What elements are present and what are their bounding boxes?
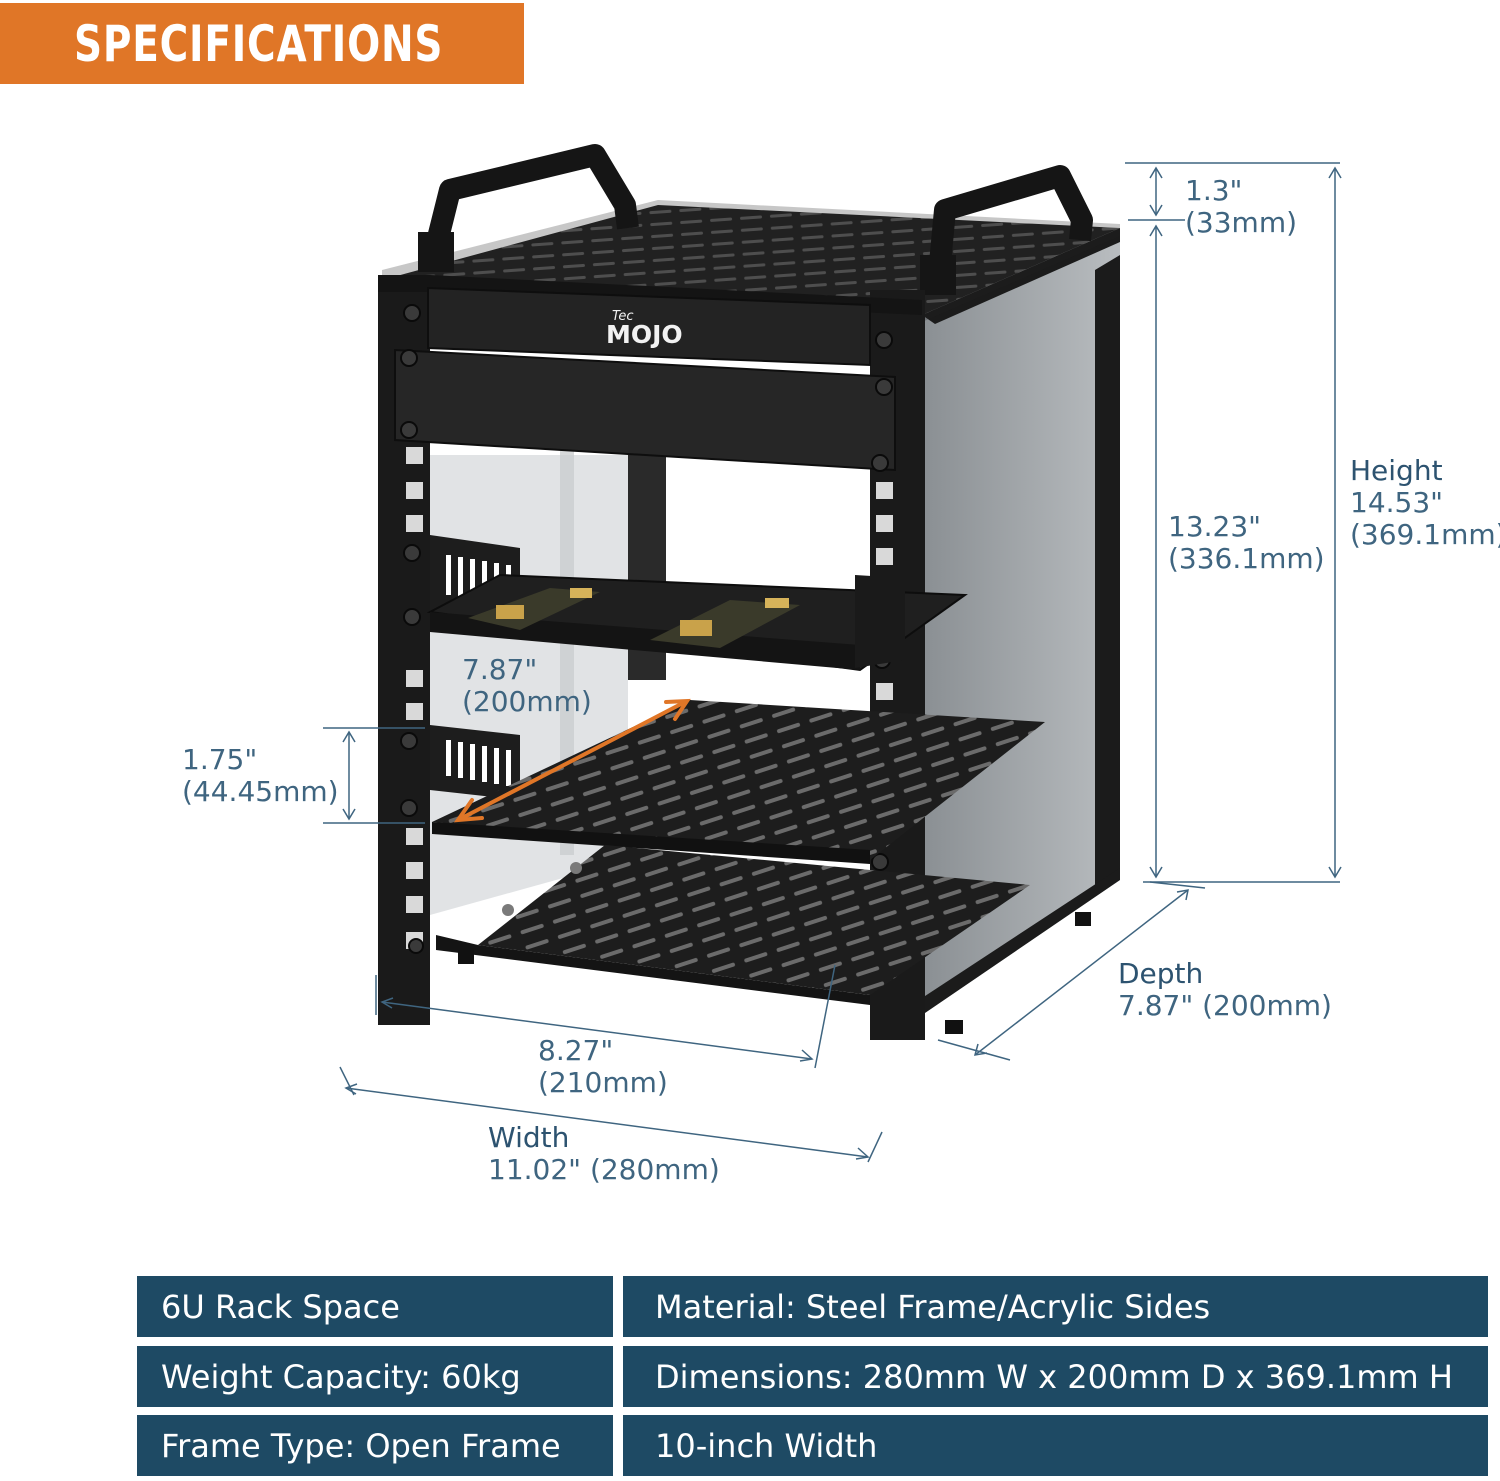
- spec-dimensions: Dimensions: 280mm W x 200mm D x 369.1mm …: [623, 1346, 1488, 1407]
- side-acrylic-panel: [922, 228, 1120, 1015]
- handle-metric: (33mm): [1185, 206, 1298, 239]
- dimension-handle: 1.3" (33mm): [1185, 175, 1297, 239]
- shelf-depth-metric: (200mm): [462, 685, 592, 718]
- circuit-board-2: [650, 598, 800, 648]
- banner-title: SPECIFICATIONS: [74, 14, 444, 73]
- spec-material: Material: Steel Frame/Acrylic Sides: [623, 1276, 1488, 1337]
- base-shelf: [436, 845, 1030, 1005]
- spec-width: 10-inch Width: [623, 1415, 1488, 1476]
- inner-height-metric: (336.1mm): [1168, 542, 1325, 575]
- height-imperial: 14.53": [1350, 486, 1444, 519]
- cantilever-shelf-lower: [430, 700, 1045, 864]
- blank-panel-top: [427, 286, 871, 367]
- carry-handle-right: [920, 165, 1093, 295]
- rack-unit-imperial: 1.75": [182, 743, 258, 776]
- handle-imperial: 1.3": [1185, 174, 1243, 207]
- circuit-board-1: [468, 588, 600, 630]
- spec-weight-capacity: Weight Capacity: 60kg: [137, 1346, 613, 1407]
- spec-rack-space: 6U Rack Space: [137, 1276, 613, 1337]
- spec-frame-type: Frame Type: Open Frame: [137, 1415, 613, 1476]
- inner-width-metric: (210mm): [538, 1066, 668, 1099]
- shelf-depth-imperial: 7.87": [462, 653, 538, 686]
- brand-logo: Tec MOJO: [606, 309, 683, 349]
- dimension-depth: Depth 7.87" (200mm): [1118, 958, 1332, 1022]
- rack-unit-metric: (44.45mm): [182, 775, 339, 808]
- width-label: Width: [488, 1121, 570, 1154]
- brand-large: MOJO: [606, 320, 683, 349]
- dimension-shelf-depth: 7.87" (200mm): [462, 654, 592, 718]
- brand-small: Tec: [612, 309, 633, 324]
- dimension-lines: [323, 162, 1342, 1163]
- width-value: 11.02" (280mm): [488, 1153, 720, 1186]
- dimension-width: Width 11.02" (280mm): [488, 1122, 720, 1186]
- height-metric: (369.1mm): [1350, 518, 1500, 551]
- inner-width-imperial: 8.27": [538, 1034, 614, 1067]
- dimension-inner-height: 13.23" (336.1mm): [1168, 511, 1325, 575]
- specifications-banner: SPECIFICATIONS: [0, 3, 524, 84]
- inner-height-imperial: 13.23": [1168, 510, 1262, 543]
- depth-label: Depth: [1118, 957, 1204, 990]
- height-label: Height: [1350, 454, 1443, 487]
- dimension-rack-unit: 1.75" (44.45mm): [182, 744, 339, 808]
- shelf-depth-arrow: [453, 698, 691, 823]
- dimension-height: Height 14.53" (369.1mm): [1350, 455, 1500, 551]
- blank-panel-2u: [394, 348, 896, 472]
- depth-value: 7.87" (200mm): [1118, 989, 1332, 1022]
- carry-handle-left: [418, 144, 639, 272]
- dimension-inner-width: 8.27" (210mm): [538, 1035, 668, 1099]
